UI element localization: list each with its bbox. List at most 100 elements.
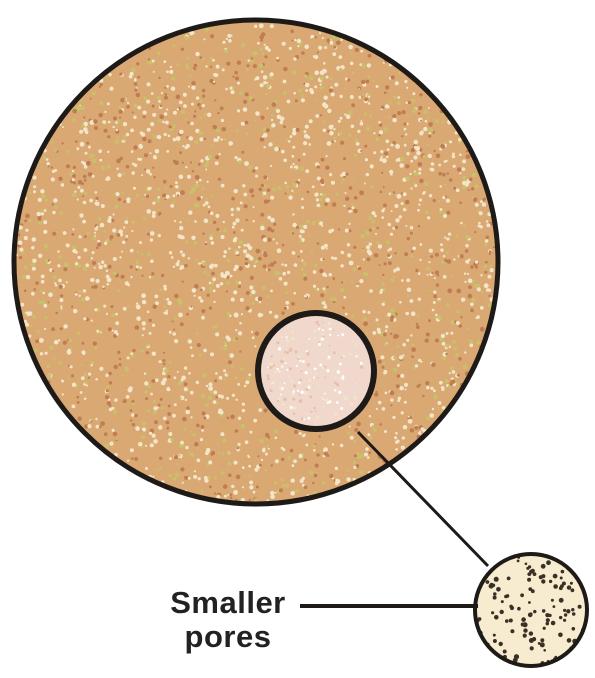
texture-speckle [369, 452, 372, 455]
texture-speckle [318, 46, 322, 50]
texture-speckle [339, 68, 343, 72]
texture-speckle [457, 310, 460, 313]
texture-speckle [201, 394, 206, 399]
texture-speckle [345, 229, 349, 233]
texture-speckle [251, 302, 255, 306]
texture-speckle [447, 172, 449, 174]
texture-speckle [91, 364, 93, 366]
texture-speckle [266, 82, 268, 84]
texture-speckle [147, 233, 150, 236]
texture-speckle [546, 560, 551, 565]
texture-speckle [231, 208, 234, 211]
texture-speckle [300, 167, 304, 171]
texture-speckle [418, 112, 421, 115]
texture-speckle [462, 181, 467, 186]
texture-speckle [38, 221, 42, 225]
texture-speckle [109, 87, 113, 91]
texture-speckle [139, 145, 143, 149]
texture-speckle [289, 349, 292, 352]
texture-speckle [253, 491, 256, 494]
texture-speckle [78, 213, 80, 215]
texture-speckle [249, 499, 251, 501]
texture-speckle [403, 343, 406, 346]
texture-speckle [167, 301, 171, 305]
texture-speckle [53, 357, 56, 360]
texture-speckle [48, 301, 50, 303]
texture-speckle [223, 255, 226, 258]
texture-speckle [400, 374, 404, 378]
texture-speckle [433, 150, 435, 152]
texture-speckle [205, 442, 207, 444]
texture-speckle [281, 336, 283, 338]
texture-speckle [343, 296, 346, 299]
texture-speckle [41, 212, 44, 215]
texture-speckle [32, 315, 36, 319]
texture-speckle [87, 231, 90, 234]
texture-speckle [243, 100, 247, 104]
texture-speckle [223, 346, 228, 351]
texture-speckle [345, 197, 349, 201]
texture-speckle [151, 92, 154, 95]
texture-speckle [291, 302, 295, 306]
texture-speckle [216, 228, 219, 231]
texture-speckle [187, 57, 190, 60]
texture-speckle [342, 306, 345, 309]
texture-speckle [381, 106, 384, 109]
texture-speckle [309, 395, 312, 398]
texture-speckle [341, 357, 343, 359]
texture-speckle [179, 455, 181, 457]
texture-speckle [277, 368, 279, 370]
texture-speckle [276, 341, 279, 344]
texture-speckle [387, 106, 389, 108]
texture-speckle [427, 144, 429, 146]
texture-speckle [233, 490, 238, 495]
texture-speckle [113, 271, 117, 275]
texture-speckle [446, 344, 450, 348]
texture-speckle [246, 68, 249, 71]
texture-speckle [366, 127, 371, 132]
texture-speckle [174, 339, 178, 343]
texture-speckle [152, 113, 156, 117]
texture-speckle [213, 221, 216, 224]
texture-speckle [338, 391, 341, 394]
texture-speckle [319, 364, 322, 367]
texture-speckle [321, 158, 325, 162]
texture-speckle [186, 144, 190, 148]
texture-speckle [66, 281, 68, 283]
texture-speckle [443, 255, 445, 257]
texture-speckle [315, 114, 319, 118]
texture-speckle [268, 142, 272, 146]
texture-speckle [475, 203, 479, 207]
texture-speckle [228, 474, 231, 477]
texture-speckle [143, 217, 146, 220]
texture-speckle [203, 204, 206, 207]
texture-speckle [390, 398, 393, 401]
texture-speckle [96, 247, 99, 250]
texture-speckle [285, 362, 287, 364]
texture-speckle [133, 187, 136, 190]
texture-speckle [283, 358, 285, 360]
texture-speckle [136, 62, 139, 65]
texture-speckle [223, 484, 228, 489]
texture-speckle [305, 169, 309, 173]
texture-speckle [94, 126, 98, 130]
texture-speckle [203, 270, 207, 274]
texture-speckle [312, 185, 315, 188]
texture-speckle [51, 177, 55, 181]
texture-speckle [290, 165, 292, 167]
texture-speckle [521, 623, 525, 627]
texture-speckle [31, 292, 35, 296]
texture-speckle [369, 415, 371, 417]
texture-speckle [286, 336, 288, 338]
texture-speckle [185, 446, 188, 449]
texture-speckle [169, 70, 173, 74]
texture-speckle [245, 92, 249, 96]
texture-speckle [343, 280, 345, 282]
texture-speckle [214, 476, 217, 479]
texture-speckle [114, 398, 117, 401]
texture-speckle [428, 319, 431, 322]
texture-speckle [82, 182, 85, 185]
texture-speckle [85, 131, 89, 135]
texture-speckle [223, 228, 227, 232]
texture-speckle [166, 150, 169, 153]
